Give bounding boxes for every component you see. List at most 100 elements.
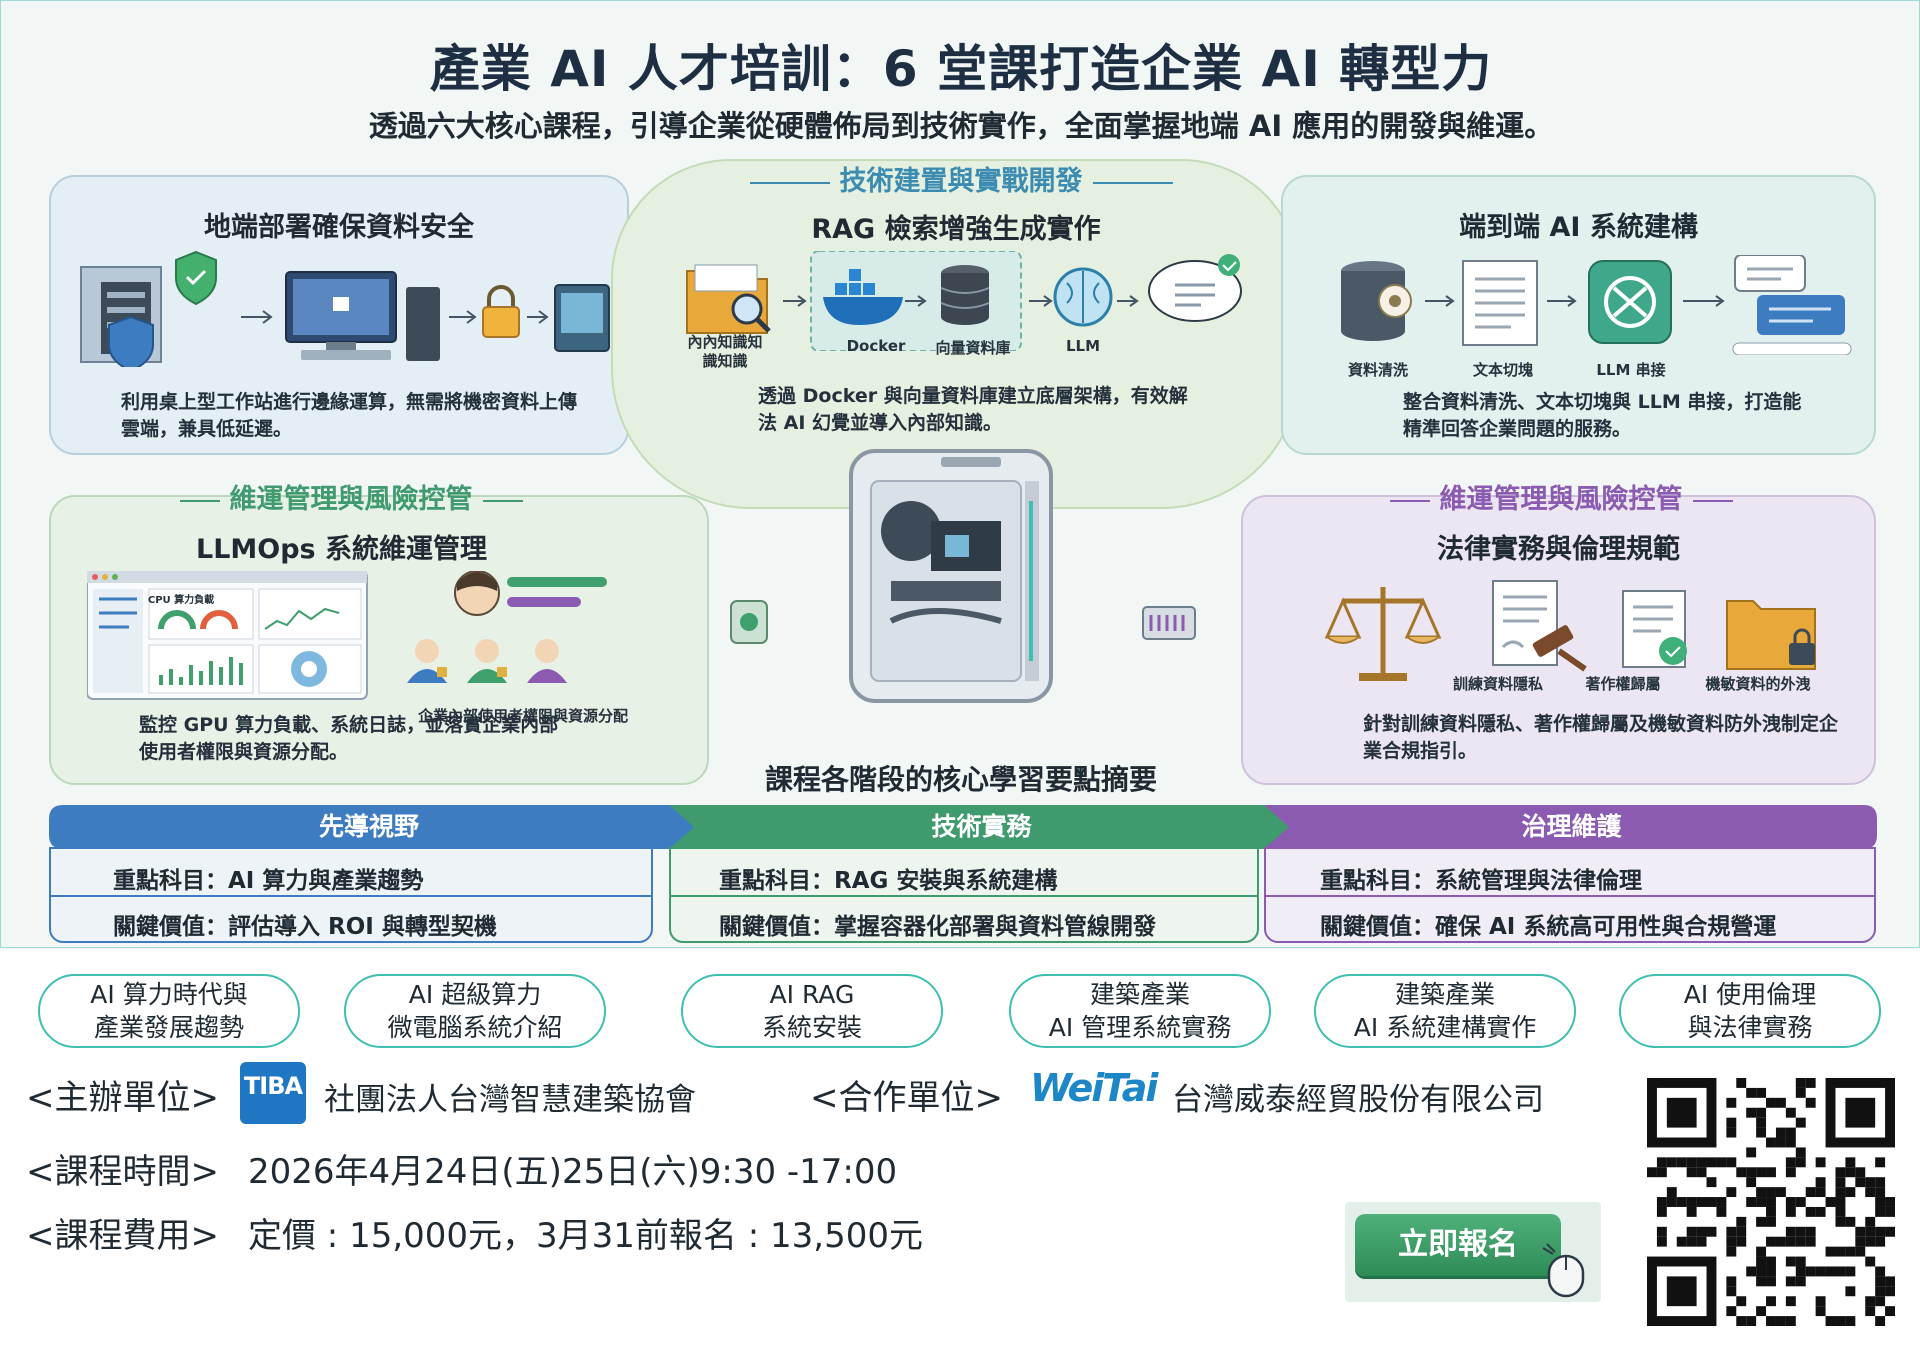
column-subject: 重點科目：AI 算力與產業趨勢 [113, 868, 424, 894]
divider [51, 895, 651, 897]
panel-legal: 法律實務與倫理規範 [1241, 495, 1876, 785]
time-label: <課程時間> [26, 1152, 219, 1192]
column-value: 關鍵價值：掌握容器化部署與資料管線開發 [719, 914, 1156, 940]
lock-icon [482, 285, 520, 338]
panel-llmops: LLMOps 系統維運管理 [49, 495, 709, 785]
chat-bubble-icon [1148, 254, 1242, 322]
llm-knot-icon [1588, 260, 1672, 344]
caption-data-cleaning: 資料清洗 [1347, 361, 1408, 379]
caption-llm-integration: LLM 串接 [1596, 361, 1666, 379]
column-header-governance: 治理維護 [1521, 812, 1622, 841]
column-header-tech: 技術實務 [931, 812, 1032, 841]
infographic-area: 產業 AI 人才培訓：6 堂課打造企業 AI 轉型力 透過六大核心課程，引導企業… [0, 0, 1920, 948]
qr-code[interactable] [1647, 1078, 1895, 1326]
panel-title: 地端部署確保資料安全 [204, 212, 474, 243]
divider [671, 895, 1257, 897]
mouse-icon [1542, 1243, 1585, 1298]
column-value: 關鍵價值：評估導入 ROI 與轉型契機 [113, 914, 497, 940]
weitai-logo: WeiTai [1030, 1066, 1158, 1110]
organizer-name: 社團法人台灣智慧建築協會 [324, 1082, 696, 1118]
column-value: 關鍵價值：確保 AI 系統高可用性與合規營運 [1320, 914, 1777, 940]
brain-icon [1053, 267, 1113, 327]
folder-lock-icon [1726, 600, 1816, 670]
caption-docker: Docker [846, 337, 906, 355]
tiba-logo: TIBA [240, 1062, 306, 1124]
caption-sensitive-data: 機敏資料的外洩 [1705, 675, 1811, 693]
legal-illustration [1324, 580, 1816, 681]
users-group-icon [407, 639, 567, 683]
scales-icon [1324, 587, 1442, 681]
panel-text: 利用桌上型工作站進行邊緣運算，無需將機密資料上傳雲端，兼具低延遲。 [121, 391, 578, 440]
arrow-icon [241, 310, 273, 324]
partner-label: <合作單位> [810, 1078, 1003, 1118]
summary-headers-bg [49, 805, 1877, 849]
section-label-ops-right: 維運管理與風險控管 [1301, 477, 1821, 516]
vector-database-icon [940, 265, 990, 325]
workstation-pc-illustration [849, 449, 1053, 703]
section-label-ops-left: 維運管理與風險控管 [91, 477, 611, 516]
panel-title: 端到端 AI 系統建構 [1459, 212, 1698, 243]
caption-text-chunking: 文本切塊 [1472, 361, 1533, 379]
caption-user-permissions: 企業內部使用者權限與資源分配 [417, 707, 628, 725]
column-tech: 重點科目：RAG 安裝與系統建構 關鍵價值：掌握容器化部署與資料管線開發 [669, 847, 1259, 943]
caption-llm: LLM [1065, 337, 1101, 355]
folder-search-icon [686, 264, 771, 334]
arrow-icon [449, 310, 477, 324]
dash-label-cpu: CPU 算力負載 [147, 595, 215, 606]
document-icon [1462, 260, 1538, 346]
column-subject: 重點科目：系統管理與法律倫理 [1320, 868, 1642, 894]
panel-title: LLMOps 系統維運管理 [196, 534, 488, 565]
document-check-icon [1622, 590, 1687, 668]
workstation-icon [285, 271, 440, 361]
course-pill-6[interactable]: AI 使用倫理與法律實務 [1619, 974, 1881, 1048]
panel-text: 整合資料清洗、文本切塊與 LLM 串接，打造能精準回答企業問題的服務。 [1403, 391, 1802, 440]
panel-text: 針對訓練資料隱私、著作權歸屬及機敏資料防外洩制定企業合規指引。 [1363, 713, 1839, 762]
column-governance: 重點科目：系統管理與法律倫理 關鍵價值：確保 AI 系統高可用性與合規營運 [1264, 847, 1876, 943]
user-avatar-icon [454, 571, 607, 616]
section-label-tech: 技術建置與實戰開發 [661, 159, 1261, 198]
panel-text: 透過 Docker 與向量資料庫建立底層架構，有效解法 AI 幻覺並導入內部知識… [758, 385, 1188, 434]
column-subject: 重點科目：RAG 安裝與系統建構 [719, 868, 1058, 894]
partner-name: 台灣威泰經貿股份有限公司 [1172, 1082, 1544, 1118]
column-header-vision: 先導視野 [318, 812, 419, 841]
panel-title: RAG 檢索增強生成實作 [811, 214, 1101, 245]
dashboard-illustration [87, 571, 607, 700]
memory-module-icon [1142, 606, 1196, 640]
panel-e2e: 端到端 AI 系統建構 [1281, 175, 1876, 455]
caption-copyright: 著作權歸屬 [1585, 675, 1661, 693]
caption-internal-knowledge: 內內知識知識知識 [687, 333, 763, 370]
database-gear-icon [1341, 261, 1412, 341]
page-title: 產業 AI 人才培訓：6 堂課打造企業 AI 轉型力 [429, 40, 1493, 98]
register-button[interactable]: 立即報名 [1355, 1214, 1561, 1276]
organizer-label: <主辦單位> [26, 1078, 219, 1118]
divider [1266, 895, 1874, 897]
e2e-flow-illustration [1341, 255, 1852, 355]
caption-training-privacy: 訓練資料隱私 [1452, 675, 1543, 693]
local-deploy-illustration [80, 250, 610, 367]
course-fee: 定價 : 15,000元，3月31前報名 : 13,500元 [248, 1216, 923, 1256]
fee-label: <課程費用> [26, 1216, 219, 1256]
panel-title: 法律實務與倫理規範 [1437, 534, 1680, 565]
contract-gavel-icon [1492, 580, 1587, 672]
dashboard-window [87, 571, 368, 700]
register-area: 立即報名 [1345, 1202, 1601, 1302]
panel-local-deploy: 地端部署確保資料安全 [49, 175, 629, 455]
chip-icon [730, 600, 768, 644]
chat-window-icon [1732, 255, 1852, 355]
rag-flow-illustration [686, 251, 1242, 351]
arrow-icon [527, 310, 549, 324]
edge-device-icon [554, 284, 610, 352]
course-time: 2026年4月24日(五)25日(六)9:30 -17:00 [248, 1152, 898, 1192]
course-pill-2[interactable]: AI 超級算力微電腦系統介紹 [344, 974, 606, 1048]
docker-icon [823, 269, 903, 325]
page-subtitle: 透過六大核心課程，引導企業從硬體佈局到技術實作，全面掌握地端 AI 應用的開發與… [368, 109, 1554, 143]
caption-vector-db: 向量資料庫 [935, 339, 1011, 357]
shield-icon [108, 250, 217, 367]
summary-heading: 課程各階段的核心學習要點摘要 [764, 763, 1157, 796]
course-pill-1[interactable]: AI 算力時代與產業發展趨勢 [38, 974, 300, 1048]
panel-text: 監控 GPU 算力負載、系統日誌，並落實企業內部使用者權限與資源分配。 [139, 714, 559, 763]
